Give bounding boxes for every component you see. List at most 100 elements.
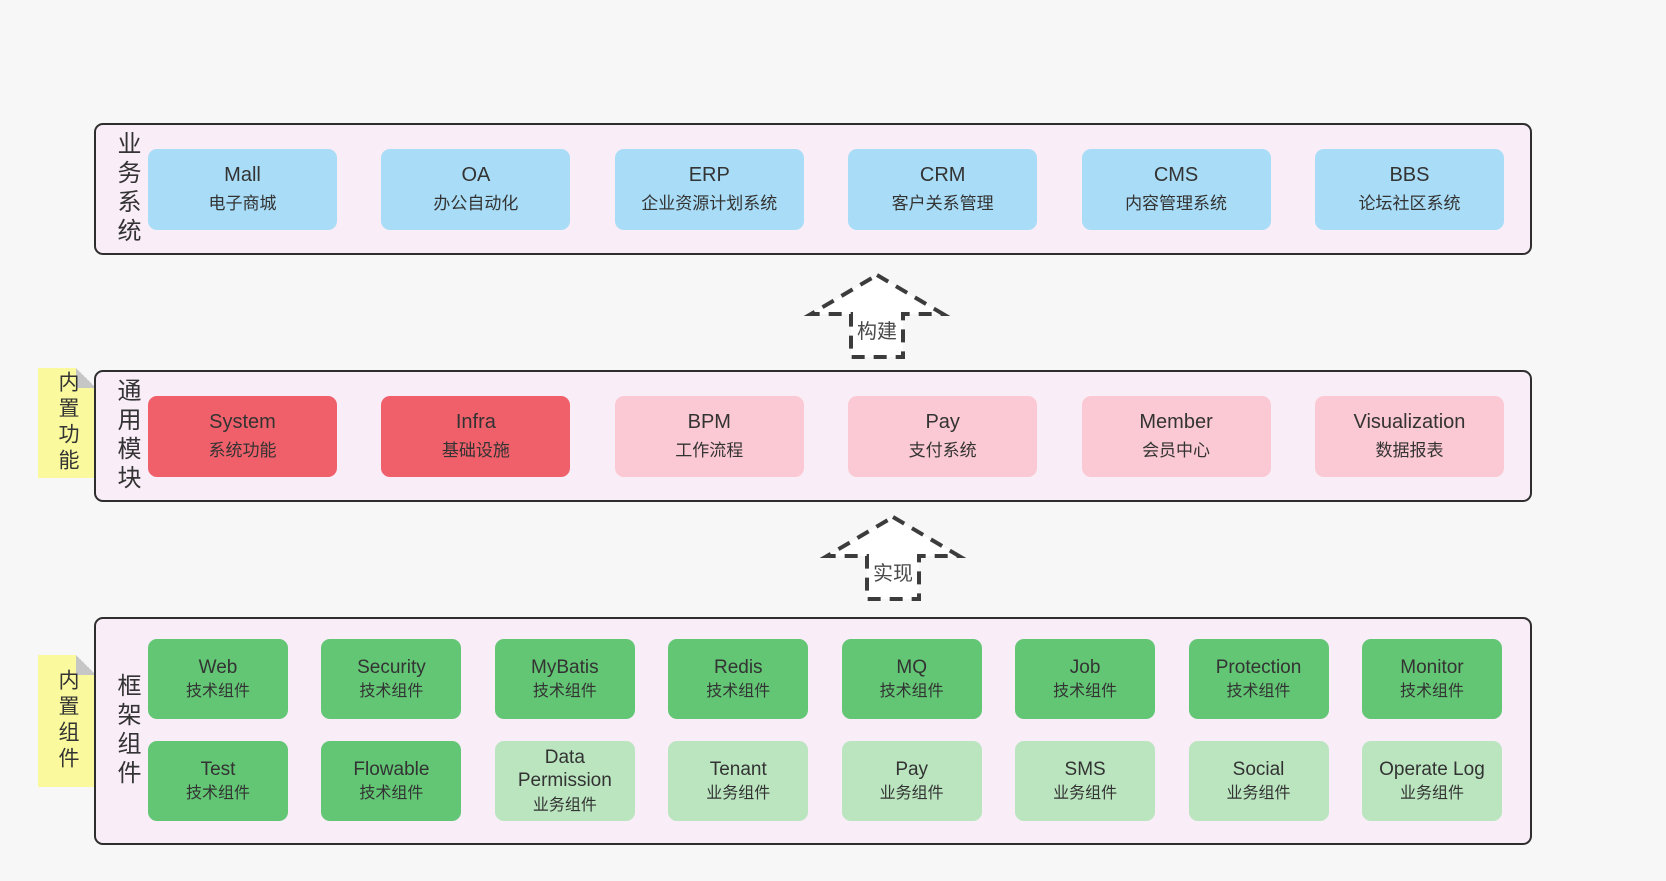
box-crm: CRM 客户关系管理 — [848, 148, 1038, 230]
box-title: Member — [1139, 411, 1213, 434]
box-monitor: Monitor 技术组件 — [1361, 639, 1502, 719]
box-title: Data Permission — [517, 747, 612, 791]
box-subtitle: 论坛社区系统 — [1358, 194, 1461, 214]
box-title: Pay — [895, 758, 929, 780]
box-subtitle: 办公自动化 — [433, 194, 519, 214]
box-title: Web — [198, 656, 238, 678]
box-operate-log: Operate Log 业务组件 — [1361, 741, 1502, 821]
box-subtitle: 客户关系管理 — [891, 194, 994, 214]
box-subtitle: 技术组件 — [359, 683, 424, 701]
box-oa: OA 办公自动化 — [381, 148, 571, 230]
box-flowable: Flowable 技术组件 — [321, 741, 462, 821]
arrow-implement: 实现 — [819, 514, 967, 602]
box-mybatis: MyBatis 技术组件 — [494, 639, 635, 719]
box-security: Security 技术组件 — [321, 639, 462, 719]
box-row: System 系统功能 Infra 基础设施 BPM 工作流程 Pay 支付系统… — [148, 372, 1504, 500]
box-subtitle: 业务组件 — [879, 785, 944, 803]
box-mall: Mall 电子商城 — [148, 148, 337, 230]
box-title: BBS — [1389, 164, 1430, 187]
box-subtitle: 业务组件 — [1053, 785, 1118, 803]
component-grid: Web 技术组件 Security 技术组件 MyBatis 技术组件 Redi… — [148, 639, 1502, 821]
box-subtitle: 技术组件 — [1226, 683, 1291, 701]
box-title: BPM — [687, 411, 731, 434]
box-title: Tenant — [709, 758, 767, 780]
box-subtitle: 业务组件 — [1399, 785, 1464, 803]
box-erp: ERP 企业资源计划系统 — [614, 148, 804, 230]
box-subtitle: 技术组件 — [1399, 683, 1464, 701]
dashed-up-arrow-icon — [819, 514, 967, 601]
box-subtitle: 基础设施 — [441, 441, 510, 461]
box-title: Test — [200, 758, 236, 780]
box-social: Social 业务组件 — [1188, 741, 1329, 821]
box-title: Operate Log — [1379, 758, 1485, 780]
box-redis: Redis 技术组件 — [668, 639, 809, 719]
box-subtitle: 技术组件 — [185, 683, 250, 701]
box-title: Infra — [455, 411, 496, 434]
box-cms: CMS 内容管理系统 — [1081, 148, 1271, 230]
sticky-note-text: 内置功能 — [56, 371, 79, 475]
box-title: Redis — [713, 656, 763, 678]
box-subtitle: 业务组件 — [706, 785, 771, 803]
arrow-label: 构建 — [857, 321, 897, 343]
box-title: Visualization — [1353, 411, 1466, 434]
box-infra: Infra 基础设施 — [381, 395, 571, 477]
box-title: Security — [357, 656, 426, 678]
box-data-permission: Data Permission 业务组件 — [494, 741, 635, 821]
layer-label: 业务系统 — [113, 131, 140, 247]
box-sms: SMS 业务组件 — [1015, 741, 1156, 821]
arrow-build: 构建 — [803, 272, 951, 360]
box-subtitle: 企业资源计划系统 — [641, 194, 778, 214]
box-subtitle: 技术组件 — [359, 785, 424, 803]
layer-label: 通用模块 — [113, 378, 140, 494]
arrow-label: 实现 — [873, 563, 913, 585]
box-title: SMS — [1064, 758, 1106, 780]
box-subtitle: 工作流程 — [675, 441, 744, 461]
box-visualization: Visualization 数据报表 — [1314, 395, 1504, 477]
box-title: Social — [1232, 758, 1285, 780]
box-pay: Pay 支付系统 — [848, 395, 1038, 477]
layer-framework-components: 框架组件 Web 技术组件 Security 技术组件 MyBatis 技术组件… — [94, 617, 1532, 845]
box-pay-business: Pay 业务组件 — [841, 741, 982, 821]
box-subtitle: 业务组件 — [1226, 785, 1291, 803]
box-subtitle: 技术组件 — [185, 785, 250, 803]
box-subtitle: 内容管理系统 — [1125, 194, 1228, 214]
box-tenant: Tenant 业务组件 — [668, 741, 809, 821]
folded-corner-icon — [76, 655, 96, 675]
box-subtitle: 业务组件 — [532, 796, 597, 814]
box-subtitle: 系统功能 — [208, 441, 277, 461]
box-system: System 系统功能 — [148, 395, 337, 477]
box-title: MyBatis — [531, 656, 599, 678]
box-title: Pay — [925, 411, 960, 434]
box-subtitle: 技术组件 — [879, 683, 944, 701]
box-subtitle: 技术组件 — [532, 683, 597, 701]
box-subtitle: 技术组件 — [706, 683, 771, 701]
box-row: Mall 电子商城 OA 办公自动化 ERP 企业资源计划系统 CRM 客户关系… — [148, 125, 1504, 253]
box-subtitle: 电子商城 — [208, 194, 277, 214]
sticky-note-built-in-components: 内置组件 — [38, 655, 96, 787]
box-title: Protection — [1215, 656, 1302, 678]
box-title: Flowable — [353, 758, 430, 780]
layer-business-systems: 业务系统 Mall 电子商城 OA 办公自动化 ERP 企业资源计划系统 CRM… — [94, 123, 1532, 255]
box-title: CRM — [919, 164, 966, 187]
box-protection: Protection 技术组件 — [1188, 639, 1329, 719]
layer-label: 框架组件 — [113, 673, 140, 789]
sticky-note-built-in-features: 内置功能 — [38, 368, 96, 478]
box-title: CMS — [1153, 164, 1199, 187]
box-title: Job — [1069, 656, 1101, 678]
box-title: ERP — [688, 164, 730, 187]
box-test: Test 技术组件 — [148, 741, 288, 821]
box-title: Monitor — [1400, 656, 1464, 678]
box-bpm: BPM 工作流程 — [614, 395, 804, 477]
box-title: System — [209, 411, 276, 434]
folded-corner-icon — [76, 368, 96, 388]
dashed-up-arrow-icon — [803, 272, 951, 359]
component-row-1: Web 技术组件 Security 技术组件 MyBatis 技术组件 Redi… — [148, 639, 1502, 719]
box-subtitle: 会员中心 — [1142, 441, 1211, 461]
box-subtitle: 支付系统 — [908, 441, 977, 461]
box-title: Mall — [224, 164, 261, 187]
box-bbs: BBS 论坛社区系统 — [1314, 148, 1504, 230]
box-member: Member 会员中心 — [1081, 395, 1271, 477]
component-row-2: Test 技术组件 Flowable 技术组件 Data Permission … — [148, 741, 1502, 821]
box-title: MQ — [896, 656, 927, 678]
